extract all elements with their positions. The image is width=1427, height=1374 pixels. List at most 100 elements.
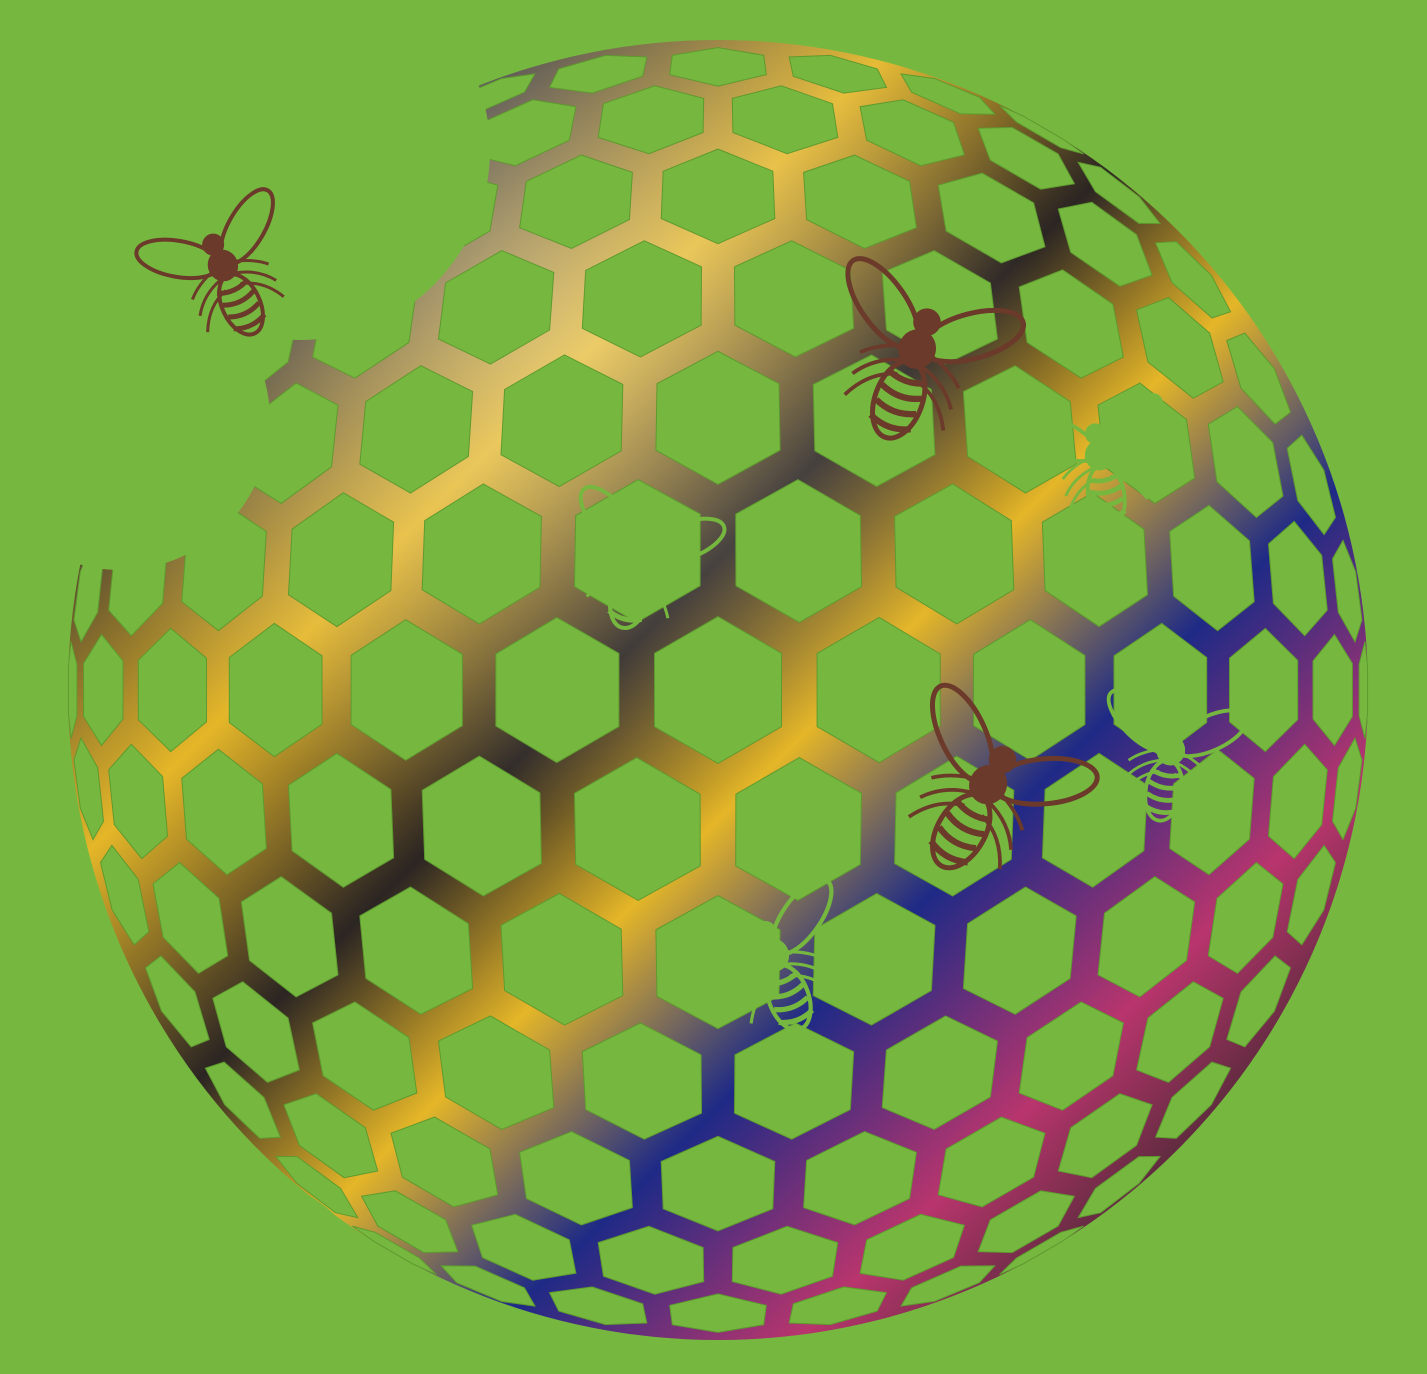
hex-hole: [548, 54, 648, 94]
hex-hole: [1018, 1001, 1124, 1111]
bee-icon: [843, 256, 1027, 441]
hex-hole: [144, 955, 210, 1048]
hex-hole: [999, 104, 1084, 155]
hex-hole: [495, 616, 620, 764]
hex-hole: [352, 1225, 437, 1276]
hex-hole: [1169, 748, 1255, 876]
hex-hole: [519, 154, 633, 250]
hex-hole: [283, 1093, 379, 1179]
hex-hole: [731, 1225, 839, 1295]
hex-hole: [788, 54, 888, 94]
hex-hole: [1331, 539, 1363, 644]
hex-hole: [1097, 875, 1196, 998]
hex-hole: [137, 627, 207, 753]
hex-hole: [287, 492, 395, 628]
hex-hole: [573, 757, 701, 901]
hex-hole: [1358, 641, 1369, 739]
hex-hole: [1057, 201, 1153, 287]
hex-hole: [1286, 844, 1337, 946]
hex-hole: [152, 861, 229, 975]
hex-hole: [894, 483, 1015, 625]
bees-group: [134, 187, 1250, 1032]
hex-hole: [181, 748, 267, 876]
hex-hole: [655, 350, 781, 485]
hex-hole: [390, 1116, 499, 1208]
hex-hole: [1207, 405, 1284, 519]
bee-icon: [1020, 393, 1164, 528]
hex-hole: [900, 1265, 996, 1307]
hex-hole: [500, 892, 624, 1026]
hex-hole: [437, 1015, 555, 1130]
hex-hole: [816, 616, 941, 764]
hex-hole: [803, 1130, 917, 1226]
hex-hole: [212, 981, 300, 1083]
bee-icon: [681, 876, 836, 1032]
hex-hole: [977, 1190, 1076, 1254]
hex-hole: [1057, 1093, 1153, 1179]
hex-hole: [977, 126, 1076, 190]
hex-hole: [1136, 981, 1224, 1083]
hex-hole: [359, 886, 474, 1015]
hex-hole: [240, 875, 339, 998]
hex-hole: [1267, 520, 1328, 637]
hex-hole: [83, 633, 124, 747]
hex-hole: [937, 172, 1046, 264]
hex-hole: [421, 483, 542, 625]
hex-hole: [962, 886, 1077, 1015]
hex-hole: [1041, 492, 1149, 628]
sphere-cutaway: [0, 270, 270, 570]
hex-hole: [1097, 382, 1196, 505]
hex-hole: [519, 1130, 633, 1226]
hex-hole: [287, 752, 395, 888]
hex-hole: [581, 240, 703, 358]
hex-hole: [228, 622, 323, 758]
hex-hole: [73, 736, 105, 841]
hex-hole: [1312, 633, 1353, 747]
hex-hole: [548, 1286, 648, 1326]
hex-hole: [669, 47, 767, 87]
sphere-cutaway: [130, 1180, 370, 1374]
hex-hole: [1154, 1061, 1232, 1139]
hex-hole: [581, 1022, 703, 1140]
hex-hole: [733, 1022, 855, 1140]
hex-hole: [660, 1135, 776, 1232]
hex-hole: [204, 1061, 282, 1139]
hex-hole: [1226, 955, 1292, 1048]
hex-hole: [312, 1001, 418, 1111]
hex-hole: [360, 1190, 459, 1254]
hex-hole: [597, 1225, 705, 1295]
bee-icon: [907, 682, 1100, 871]
hex-hole: [1267, 743, 1328, 860]
hex-hole: [1286, 434, 1337, 536]
hex-hole: [1136, 297, 1224, 399]
hex-hole: [1018, 269, 1124, 379]
sphere-cutaway: [110, 0, 490, 340]
hex-hole: [654, 616, 782, 764]
hex-hole: [350, 619, 463, 761]
bee-icon: [578, 484, 727, 631]
hex-hole: [803, 154, 917, 250]
hex-hole: [962, 365, 1077, 494]
hex-hole: [660, 148, 776, 245]
hex-hole: [900, 73, 996, 115]
hex-hole: [470, 1213, 577, 1281]
hex-hole: [1077, 161, 1162, 225]
hex-hole: [937, 1116, 1046, 1208]
hex-hole: [597, 85, 705, 155]
hex-hole: [788, 1286, 888, 1326]
hex-hole: [735, 757, 863, 901]
hex-hole: [1207, 861, 1284, 975]
hex-hole: [1169, 504, 1255, 632]
hex-hole: [359, 365, 474, 494]
hex-hole: [440, 1265, 536, 1307]
hex-hole: [108, 743, 169, 860]
hex-hole: [859, 1213, 966, 1281]
hex-hole: [1226, 332, 1292, 425]
hex-hole: [274, 1155, 359, 1219]
hex-hole: [500, 354, 624, 488]
hex-hole: [731, 85, 839, 155]
hex-hole: [881, 1015, 999, 1130]
